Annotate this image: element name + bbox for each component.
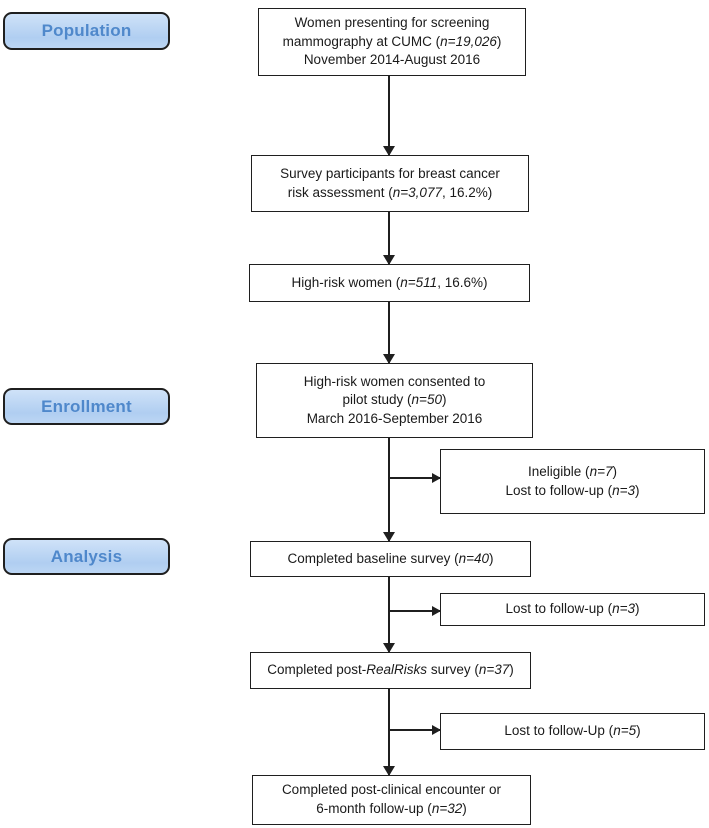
box-text-line: Ineligible (n=7) [528, 463, 617, 479]
box-text-line: Survey participants for breast cancer [280, 165, 500, 181]
box-text-line: Women presenting for screening [294, 15, 490, 31]
arrow-branch-lost-3 [389, 610, 440, 612]
arrow-baseline-to-postrealrisks [388, 577, 390, 652]
box-text-line: pilot study (n=50) [342, 392, 447, 408]
box-ineligible-lost: Ineligible (n=7) Lost to follow-up (n=3) [440, 449, 705, 514]
box-text-line: Lost to follow-Up (n=5) [504, 723, 641, 739]
arrow-postrealrisks-to-postclinical [388, 689, 390, 775]
box-high-risk-women: High-risk women (n=511, 16.6%) [249, 264, 530, 302]
box-text-line: November 2014-August 2016 [303, 52, 481, 68]
box-text-line: Lost to follow-up (n=3) [505, 601, 640, 617]
arrow-survey-to-highrisk [388, 212, 390, 264]
arrow-highrisk-to-consented [388, 302, 390, 363]
arrow-branch-lost-5 [389, 729, 440, 731]
box-lost-followup-5: Lost to follow-Up (n=5) [440, 713, 705, 750]
box-text-line: Completed post-clinical encounter or [281, 782, 502, 798]
box-population: Women presenting for screening mammograph… [258, 8, 526, 76]
arrow-branch-ineligible [389, 477, 440, 479]
arrow-consented-to-baseline [388, 438, 390, 541]
box-text-line: Completed post-RealRisks survey (n=37) [267, 662, 514, 678]
stage-label-population-text: Population [41, 21, 132, 40]
box-survey-participants: Survey participants for breast cancer ris… [251, 155, 529, 212]
box-text-line: risk assessment (n=3,077, 16.2%) [287, 184, 493, 200]
box-lost-followup-3: Lost to follow-up (n=3) [440, 593, 705, 626]
stage-label-analysis: Analysis [3, 538, 170, 575]
box-post-clinical: Completed post-clinical encounter or 6-mo… [252, 775, 531, 825]
box-baseline-survey: Completed baseline survey (n=40) [250, 541, 531, 577]
box-text-line: Completed baseline survey (n=40) [287, 550, 494, 566]
box-post-realrisks-survey: Completed post-RealRisks survey (n=37) [250, 652, 531, 689]
stage-label-enrollment-text: Enrollment [41, 396, 132, 416]
box-text-line: March 2016-September 2016 [306, 410, 483, 426]
box-text-line: High-risk women consented to [303, 373, 486, 389]
box-text-line: mammography at CUMC (n=19,026) [282, 33, 502, 49]
box-text-line: 6-month follow-up (n=32) [316, 801, 467, 816]
box-text-line: High-risk women (n=511, 16.6%) [291, 274, 488, 290]
arrow-population-to-survey [388, 76, 390, 155]
box-text-line: Lost to follow-up (n=3) [505, 482, 640, 498]
stage-label-analysis-text: Analysis [50, 546, 123, 566]
stage-label-enrollment: Enrollment [3, 388, 170, 425]
stage-label-population: Population [3, 12, 170, 50]
box-consented: High-risk women consented to pilot study … [256, 363, 533, 438]
